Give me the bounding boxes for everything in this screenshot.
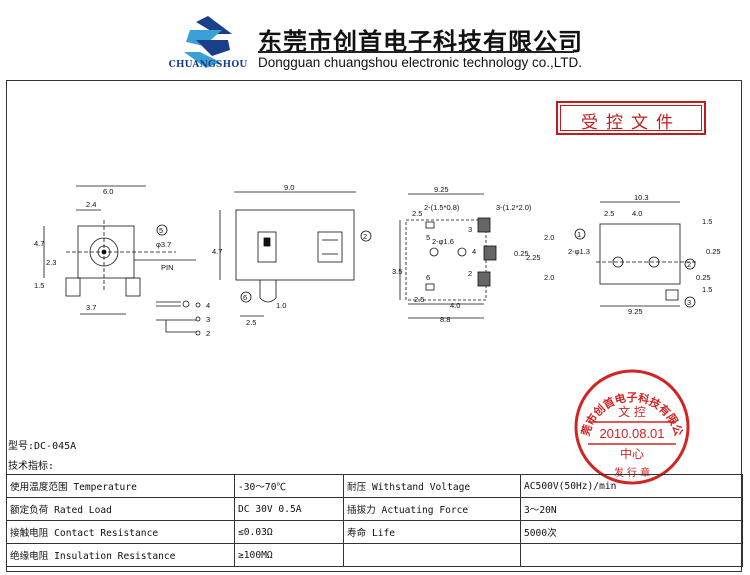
spec-value: -30～70℃ bbox=[234, 474, 344, 498]
header-underline bbox=[258, 51, 574, 53]
svg-text:9.0: 9.0 bbox=[284, 183, 294, 192]
svg-text:2.3: 2.3 bbox=[46, 258, 56, 267]
svg-text:6: 6 bbox=[243, 293, 247, 302]
spec-label: 接触电阻 Contact Resistance bbox=[6, 520, 235, 544]
svg-text:4.0: 4.0 bbox=[450, 301, 460, 310]
svg-text:2.5: 2.5 bbox=[246, 318, 256, 327]
table-row: 使用温度范围 Temperature -30～70℃ 耐压 Withstand … bbox=[6, 474, 743, 498]
svg-text:2.5: 2.5 bbox=[414, 295, 424, 304]
svg-text:4.7: 4.7 bbox=[34, 239, 44, 248]
svg-text:5: 5 bbox=[159, 226, 163, 235]
svg-text:1.0: 1.0 bbox=[276, 301, 286, 310]
spec-value: ≥100MΩ bbox=[234, 543, 344, 567]
spec-label: 绝缘电阻 Insulation Resistance bbox=[6, 543, 235, 567]
stamp-inner-border bbox=[560, 105, 702, 131]
controlled-document-text: 受控文件 bbox=[581, 113, 681, 133]
svg-text:2.25: 2.25 bbox=[526, 253, 541, 262]
table-row: 接触电阻 Contact Resistance ≤0.03Ω 寿命 Life 5… bbox=[6, 520, 743, 544]
svg-text:2.5: 2.5 bbox=[412, 209, 422, 218]
svg-text:6: 6 bbox=[426, 273, 430, 282]
drawing-view-bottom: 10.3 2.5 4.0 2-φ1.3 1 2 3 1.5 0.25 0.25 … bbox=[568, 193, 721, 316]
svg-text:2: 2 bbox=[468, 269, 472, 278]
svg-text:3-(1.2*2.0): 3-(1.2*2.0) bbox=[496, 203, 532, 212]
model-number: 型号:DC-045A bbox=[8, 441, 77, 452]
svg-text:2.4: 2.4 bbox=[86, 200, 96, 209]
svg-text:8.8: 8.8 bbox=[440, 315, 450, 324]
spec-label: 额定负荷 Rated Load bbox=[6, 497, 235, 521]
svg-text:2-(1.5*0.8): 2-(1.5*0.8) bbox=[424, 203, 460, 212]
spec-label: 寿命 Life bbox=[343, 520, 521, 544]
table-row: 额定负荷 Rated Load DC 30V 0.5A 插拔力 Actuatin… bbox=[6, 497, 743, 521]
svg-text:3.7: 3.7 bbox=[86, 303, 96, 312]
spec-value: AC500V(50Hz)/min bbox=[520, 474, 743, 498]
company-name-en: Dongguan chuangshou electronic technolog… bbox=[258, 55, 582, 70]
spec-label bbox=[343, 543, 521, 567]
svg-text:0.25: 0.25 bbox=[706, 247, 721, 256]
svg-text:6.0: 6.0 bbox=[103, 187, 113, 196]
spec-value bbox=[520, 543, 743, 567]
svg-text:4.7: 4.7 bbox=[212, 247, 222, 256]
technical-drawing: 6.0 2.4 PIN φ3.7 5 4.7 2.3 1.5 3.7 4 3 2… bbox=[34, 183, 721, 338]
spec-label: 使用温度范围 Temperature bbox=[6, 474, 235, 498]
spec-section-title: 技术指标: bbox=[8, 461, 55, 472]
svg-text:4: 4 bbox=[206, 301, 210, 310]
spec-value: DC 30V 0.5A bbox=[234, 497, 344, 521]
svg-text:2-φ1.3: 2-φ1.3 bbox=[568, 247, 590, 256]
spec-label: 耐压 Withstand Voltage bbox=[343, 474, 521, 498]
spec-value: 3～20N bbox=[520, 497, 743, 521]
issuance-seal: 东莞市创首电子科技有限公司 文 控 2010.08.01 中心 发 行 章 bbox=[572, 366, 690, 485]
svg-text:2: 2 bbox=[206, 329, 210, 338]
svg-text:2.5: 2.5 bbox=[604, 209, 614, 218]
svg-text:0.25: 0.25 bbox=[696, 273, 711, 282]
svg-text:2.0: 2.0 bbox=[544, 233, 554, 242]
spec-table: 使用温度范围 Temperature -30～70℃ 耐压 Withstand … bbox=[6, 474, 743, 567]
svg-text:9.25: 9.25 bbox=[434, 185, 449, 194]
drawing-view-side: 9.0 4.7 2 6 1.0 2.5 bbox=[212, 183, 372, 327]
header: CHUANGSHOU 东莞市创首电子科技有限公司 Dongguan chuang… bbox=[0, 0, 750, 80]
document-frame bbox=[6, 80, 742, 572]
svg-text:1.5: 1.5 bbox=[34, 281, 44, 290]
svg-text:9.25: 9.25 bbox=[628, 307, 643, 316]
svg-text:10.3: 10.3 bbox=[634, 193, 649, 202]
svg-text:0.25: 0.25 bbox=[514, 249, 529, 258]
svg-text:文 控: 文 控 bbox=[618, 404, 646, 419]
svg-text:3: 3 bbox=[468, 225, 472, 234]
spec-value: ≤0.03Ω bbox=[234, 520, 344, 544]
svg-text:φ3.7: φ3.7 bbox=[156, 240, 171, 249]
svg-text:3: 3 bbox=[206, 315, 210, 324]
svg-text:2: 2 bbox=[363, 232, 367, 241]
svg-text:5: 5 bbox=[426, 233, 430, 242]
svg-text:4: 4 bbox=[472, 247, 476, 256]
svg-text:2: 2 bbox=[687, 260, 691, 269]
svg-text:2.0: 2.0 bbox=[544, 273, 554, 282]
svg-text:2-φ1.6: 2-φ1.6 bbox=[432, 237, 454, 246]
svg-text:3.5: 3.5 bbox=[392, 267, 402, 276]
svg-text:1.5: 1.5 bbox=[702, 285, 712, 294]
table-row: 绝缘电阻 Insulation Resistance ≥100MΩ bbox=[6, 543, 743, 567]
spec-label: 插拔力 Actuating Force bbox=[343, 497, 521, 521]
svg-text:4.0: 4.0 bbox=[632, 209, 642, 218]
svg-text:1: 1 bbox=[577, 230, 581, 239]
spec-value: 5000次 bbox=[520, 520, 743, 544]
svg-text:1.5: 1.5 bbox=[702, 217, 712, 226]
drawing-view-footprint: 9.25 2.5 2-(1.5*0.8) 3-(1.2*2.0) 2-φ1.6 … bbox=[392, 185, 554, 324]
svg-text:3: 3 bbox=[687, 298, 691, 307]
drawing-view-front: 6.0 2.4 PIN φ3.7 5 4.7 2.3 1.5 3.7 4 3 2 bbox=[34, 185, 210, 338]
controlled-document-stamp: 受控文件 bbox=[556, 101, 706, 135]
svg-text:中心: 中心 bbox=[620, 446, 644, 461]
company-logo-icon bbox=[184, 16, 232, 68]
svg-text:PIN: PIN bbox=[161, 263, 174, 272]
logo-text: CHUANGSHOU bbox=[168, 60, 248, 70]
svg-text:2010.08.01: 2010.08.01 bbox=[599, 426, 664, 441]
